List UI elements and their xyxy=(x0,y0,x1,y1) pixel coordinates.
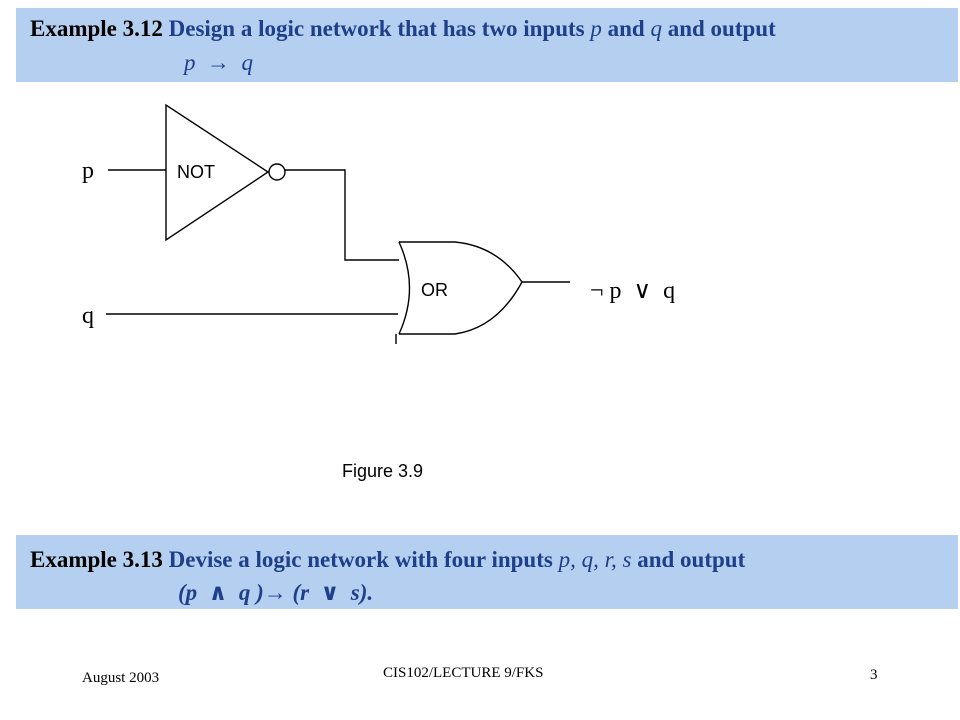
footer-date: August 2003 xyxy=(82,670,160,686)
example-3-13-and-output: and output xyxy=(637,547,746,572)
input-q-label: q xyxy=(82,303,94,329)
logic-network-diagram xyxy=(106,103,570,344)
example-3-12-and-output: and output xyxy=(667,16,776,41)
example-3-12-formula: p → q xyxy=(184,50,253,75)
output-expression-label: ¬ p ∨ q xyxy=(590,278,676,304)
example-3-12-banner: Example 3.12 Design a logic network that… xyxy=(16,8,958,82)
footer-course: CIS102/LECTURE 9/FKS xyxy=(383,665,544,681)
not-gate-bubble xyxy=(268,163,286,181)
example-3-12-and: and xyxy=(607,16,645,41)
or-gate-back xyxy=(398,241,411,335)
example-3-12-label: Example 3.12 xyxy=(30,16,163,41)
example-3-13-heading: Example 3.13 Devise a logic network with… xyxy=(30,547,745,573)
input-p-label: p xyxy=(82,158,94,184)
example-3-12-text: Design a logic network that has two inpu… xyxy=(168,16,585,41)
figure-caption: Figure 3.9 xyxy=(342,461,424,481)
example-3-13-formula: (p ∧ q )→ (r ∨ s). xyxy=(178,580,374,605)
example-3-13-vars: p, q, r, s xyxy=(558,547,632,572)
not-to-or-wire xyxy=(285,169,399,261)
not-gate xyxy=(165,103,270,242)
example-3-12-heading: Example 3.12 Design a logic network that… xyxy=(30,16,776,42)
example-3-13-text: Devise a logic network with four inputs xyxy=(168,547,553,572)
or-gate-body xyxy=(399,241,523,335)
not-gate-label: NOT xyxy=(177,162,215,182)
example-3-12-var-q: q xyxy=(650,16,662,41)
footer-page-number: 3 xyxy=(870,667,878,683)
example-3-12-var-p: p xyxy=(590,16,602,41)
example-3-13-banner: Example 3.13 Devise a logic network with… xyxy=(16,535,958,609)
example-3-13-label: Example 3.13 xyxy=(30,547,163,572)
or-gate-label: OR xyxy=(421,280,448,300)
